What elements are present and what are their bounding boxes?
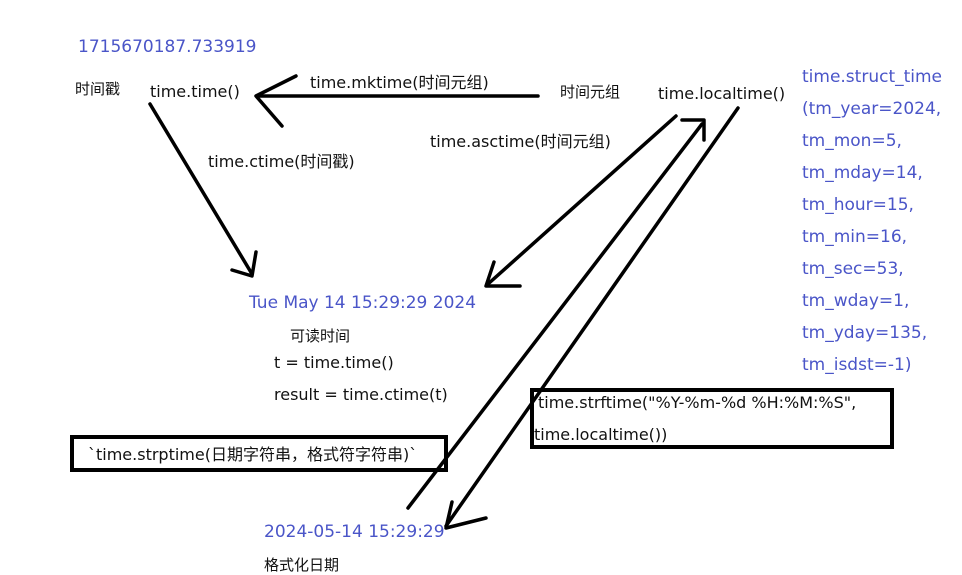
strftime-arrow — [444, 106, 740, 530]
code-line-2: result = time.ctime(t) — [274, 385, 448, 404]
strftime-line-1: time.strftime("%Y-%m-%d %H:%M:%S", — [538, 393, 857, 412]
strptime-text: `time.strptime(日期字符串，格式符字符串)` — [88, 445, 418, 464]
struct-time-line: tm_yday=135, — [802, 323, 928, 343]
code-line-1: t = time.time() — [274, 353, 394, 372]
asctime-label: time.asctime(时间元组) — [430, 132, 611, 151]
mktime-arrow — [254, 74, 540, 128]
readable-time-label: 可读时间 — [290, 327, 351, 345]
ctime-arrow — [148, 102, 258, 278]
timestamp-label: 时间戳 — [75, 80, 121, 98]
strptime-box — [70, 435, 448, 472]
time-time-function: time.time() — [150, 82, 240, 101]
strftime-box — [530, 388, 894, 449]
struct-time-line: tm_wday=1, — [802, 291, 910, 311]
strptime-arrow — [406, 118, 706, 510]
ctime-label: time.ctime(时间戳) — [208, 152, 355, 171]
struct-time-line: tm_sec=53, — [802, 259, 904, 279]
struct-time-line: tm_isdst=-1) — [802, 355, 912, 375]
struct-time-line: tm_mday=14, — [802, 163, 923, 183]
mktime-label: time.mktime(时间元组) — [310, 73, 489, 92]
struct-time-line: time.struct_time — [802, 67, 943, 87]
timestamp-value: 1715670187.733919 — [78, 37, 257, 57]
struct-time-line: tm_mon=5, — [802, 131, 902, 151]
struct-time-label: 时间元组 — [560, 83, 621, 101]
struct-time-line: tm_min=16, — [802, 227, 908, 247]
formatted-date-label: 格式化日期 — [264, 556, 340, 574]
asctime-arrow — [484, 114, 678, 288]
struct-time-line: tm_hour=15, — [802, 195, 914, 215]
readable-time-value: Tue May 14 15:29:29 2024 — [249, 293, 477, 313]
formatted-date-value: 2024-05-14 15:29:29 — [264, 522, 445, 542]
struct-time-line: (tm_year=2024, — [802, 99, 942, 119]
time-localtime-function: time.localtime() — [658, 84, 786, 103]
strftime-line-2: time.localtime()) — [534, 425, 668, 444]
